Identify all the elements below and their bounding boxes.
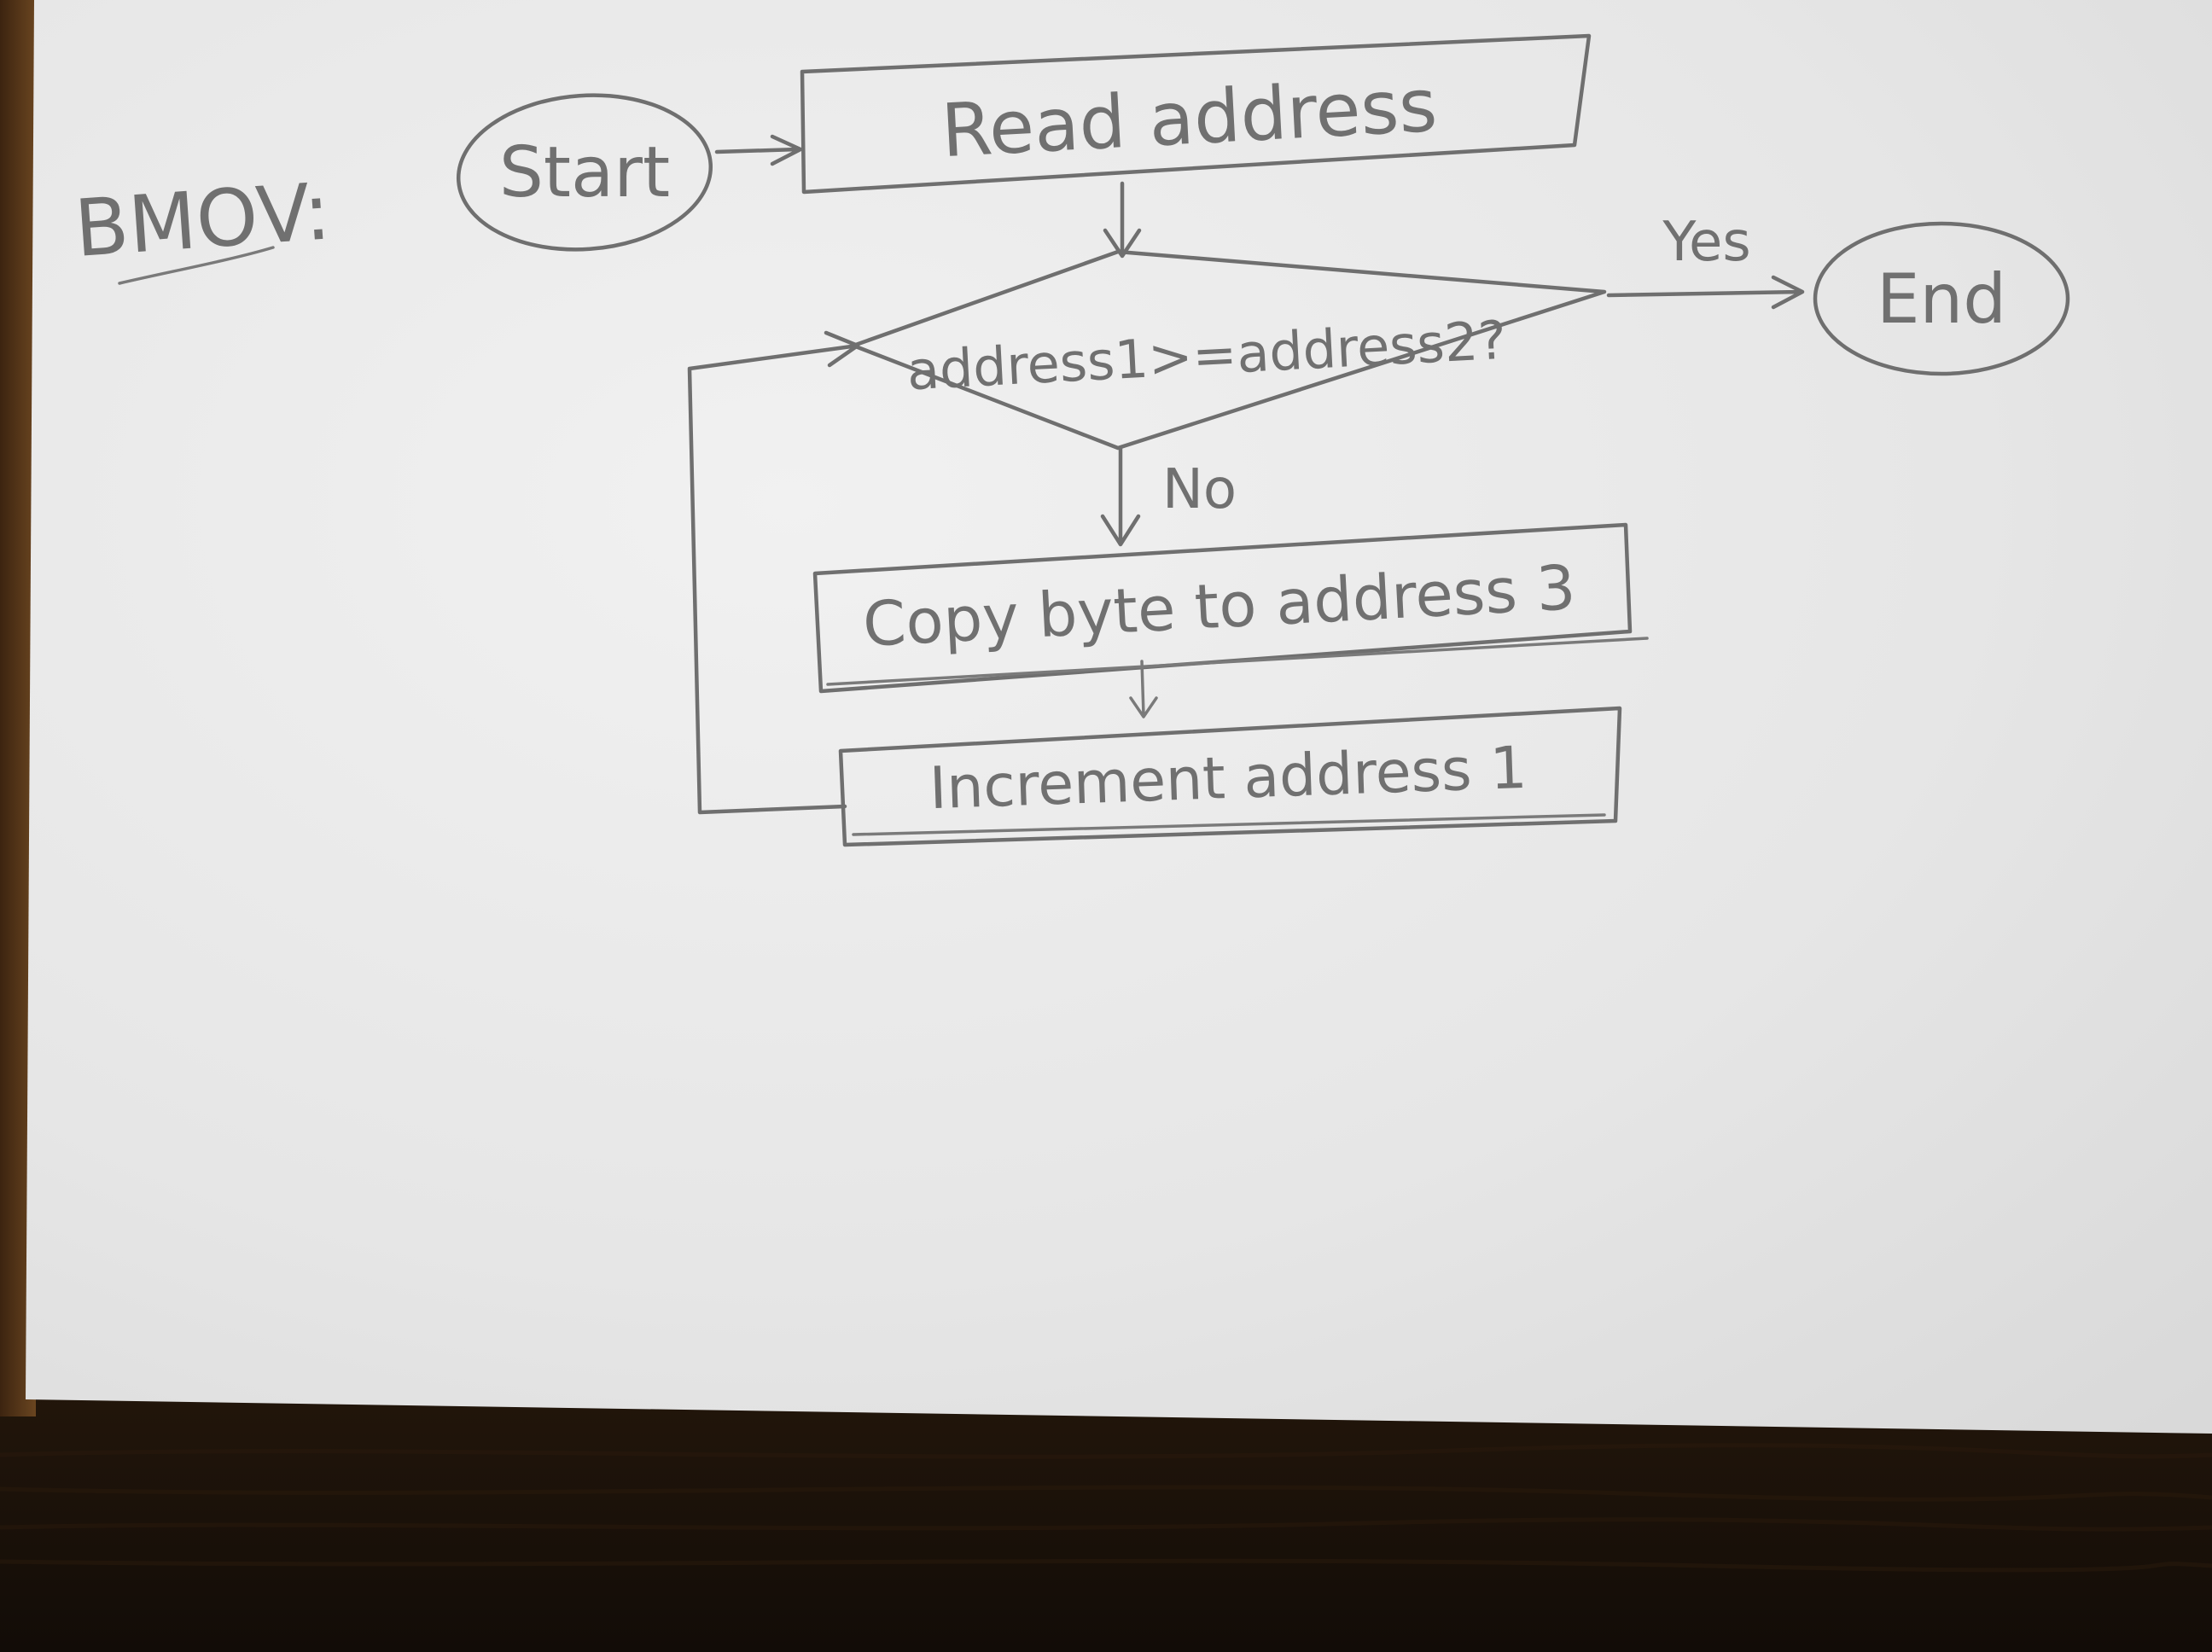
increment-box [838, 706, 1622, 847]
increment-box-extra-line [852, 813, 1606, 836]
paper-sheet [26, 0, 2212, 1434]
copy-byte-box-extra-line [826, 637, 1649, 686]
end-terminal-label: End [1877, 259, 2006, 339]
loop-back-arrow [687, 330, 860, 815]
arrow-read-to-decision [1103, 181, 1142, 259]
yes-label: Yes [1662, 211, 1750, 274]
arrow-copy-to-increment [1129, 660, 1158, 718]
copy-byte-box [812, 522, 1633, 694]
title-underline [118, 246, 275, 285]
diagram-title: BMOV: [72, 166, 333, 275]
wood-grain [0, 1443, 2212, 1573]
arrow-start-to-read [714, 134, 803, 166]
decision-diamond [851, 249, 1607, 451]
read-address-box [800, 33, 1592, 195]
arrow-decision-to-copy [1100, 445, 1141, 547]
start-terminal-shape [456, 93, 713, 252]
start-terminal-label: Start [499, 132, 670, 213]
no-label: No [1162, 458, 1237, 521]
arrow-decision-to-end [1606, 275, 1805, 310]
end-terminal-shape [1813, 221, 2070, 376]
